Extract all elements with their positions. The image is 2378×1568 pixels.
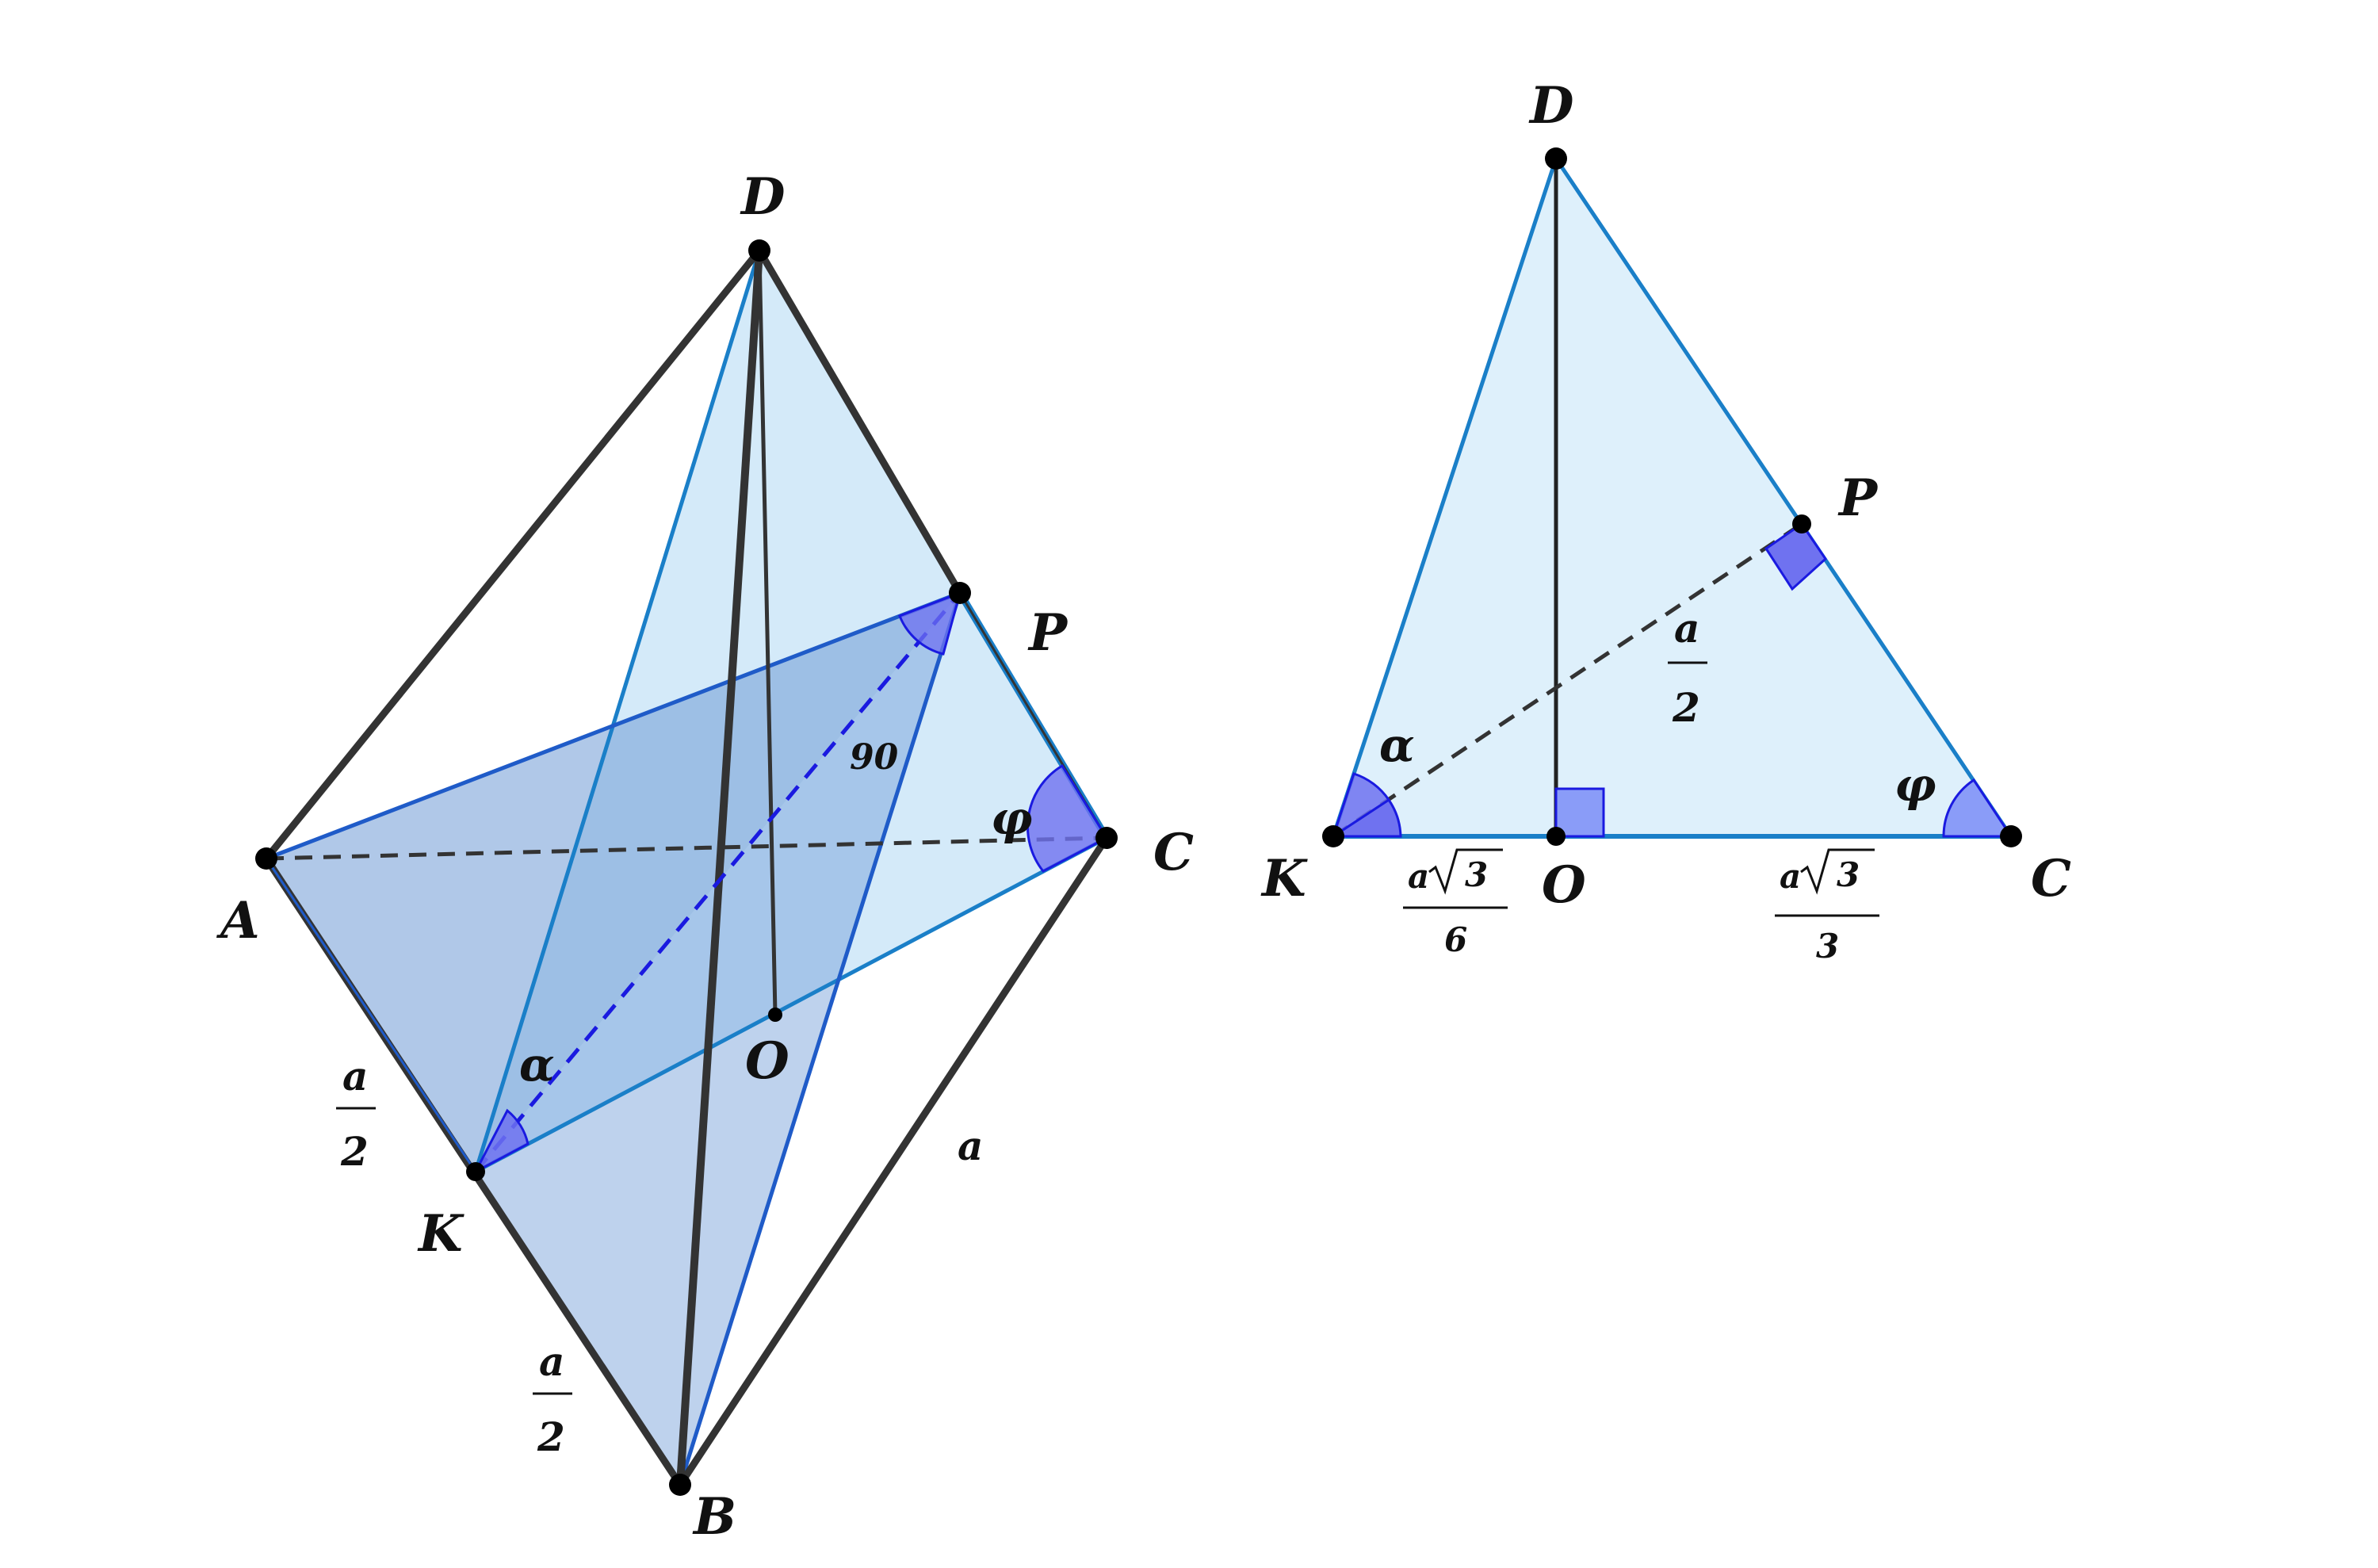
fraction-prefix: a [1408,857,1429,896]
fraction-denominator: 2 [340,1128,369,1175]
edge-dp [756,248,963,595]
vertex-a [255,847,277,870]
label-d-3d: D [740,167,786,227]
vertex-o [768,1008,782,1022]
edge-ak-blue [265,858,477,1172]
right-angle-o [1554,787,1605,838]
vertex-d [748,239,770,262]
fraction-prefix: a [1780,857,1801,896]
kp-half-label: a 2 [1668,605,1707,731]
label-a-3d: A [216,891,260,950]
label-p-2d: P [1837,468,1879,528]
label-k-2d: K [1260,849,1308,908]
angle-phi-label-3d: φ [991,791,1032,845]
label-o-3d: O [745,1031,789,1091]
label-d-2d: D [1528,76,1574,136]
vertex-c [1095,827,1118,849]
vertex-d-2d [1545,147,1567,170]
edge-ap [266,591,961,861]
tetrahedron-figure: D P A C K O B α φ 90 a a 2 a 2 [216,167,1194,1547]
fraction-radicand: 3 [1837,855,1860,894]
edge-da [263,248,763,861]
angle-phi-marker [1027,763,1109,873]
fraction-denominator: 2 [1672,684,1700,731]
angle-phi-marker-2d [1942,778,2013,838]
angle-phi-label-2d: φ [1894,758,1936,812]
section-akp [266,593,960,1172]
angle-alpha-label-3d: α [519,1038,555,1092]
vertex-b [669,1474,691,1496]
side-dk [1331,158,1558,837]
fraction-denominator: 6 [1444,920,1467,959]
sqrt-sign [1428,848,1503,895]
face-kbp [476,593,960,1485]
angle-k-full-marker [1331,772,1391,839]
triangle-dkc-fill [1333,159,2011,836]
half-a-label-kb: a 2 [533,1338,572,1460]
angle-p-marker [898,591,962,656]
dashed-kp [474,591,962,1173]
triangle-dkc-figure: D P K O C α φ a 2 a 3 6 a 3 3 [1260,76,2071,966]
dashed-kp-2d [1332,522,1803,839]
angle-alpha-marker [472,1108,530,1175]
height-do [757,250,778,1015]
fraction-denominator: 3 [1816,927,1839,966]
fraction-numerator: a [539,1338,564,1385]
oc-length-label: a 3 3 [1775,848,1879,966]
angle-90-label: 90 [850,737,899,778]
vertex-c-2d [2000,825,2022,847]
label-o-2d: O [1542,855,1586,915]
fraction-numerator: a [342,1053,368,1100]
label-b-3d: B [692,1487,736,1547]
edge-dk [473,250,762,1172]
side-dc [1554,157,2013,838]
label-c-3d: C [1153,823,1194,882]
right-angle-p [1764,522,1827,591]
edge-bc [677,836,1110,1487]
half-a-label-ak: a 2 [336,1053,376,1175]
vertex-k [466,1162,485,1181]
fraction-numerator: a [1674,605,1699,652]
edge-bc-label: a [958,1122,983,1169]
edge-db [676,250,763,1486]
edge-pb [678,592,962,1486]
vertex-k-2d [1322,825,1344,847]
label-k-3d: K [417,1204,465,1264]
fraction-radicand: 3 [1465,855,1488,894]
ko-length-label: a 3 6 [1403,848,1508,959]
vertex-o-2d [1546,827,1566,846]
dashed-ac [266,836,1107,861]
label-c-2d: C [2031,849,2071,908]
sqrt-sign [1800,848,1875,895]
edge-kc [474,836,1108,1174]
label-p-3d: P [1027,603,1069,663]
vertex-p-2d [1792,514,1811,534]
fraction-denominator: 2 [537,1413,565,1460]
angle-alpha-label-2d: α [1379,718,1415,772]
vertex-p [949,582,971,604]
